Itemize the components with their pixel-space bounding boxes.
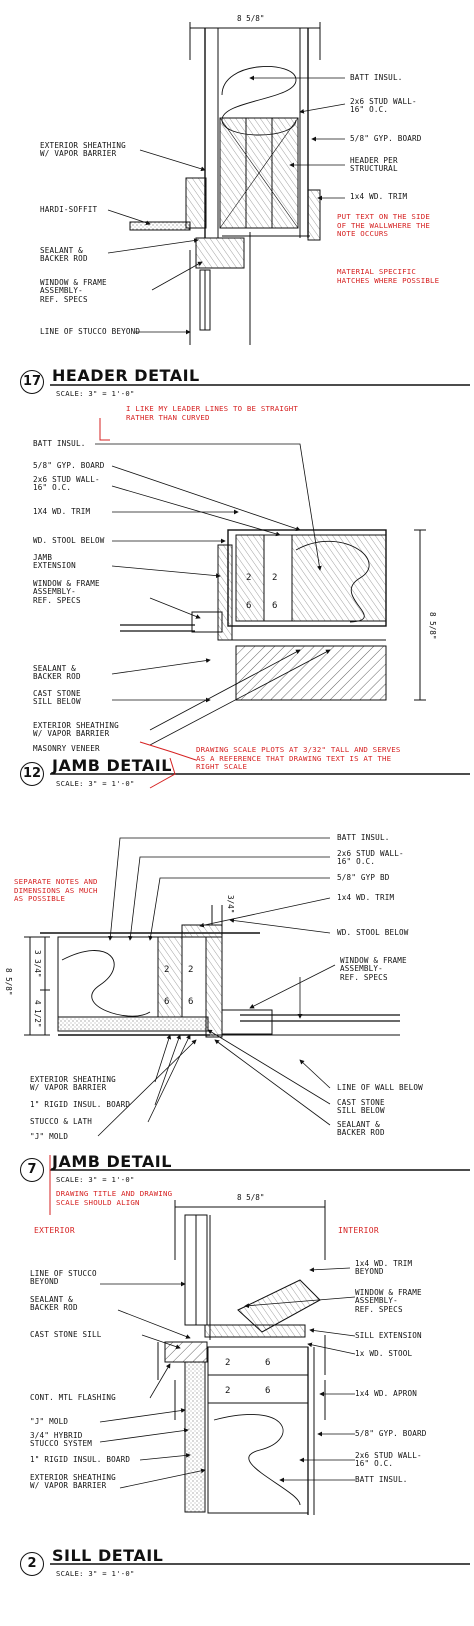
label-gyp-board: 5/8" GYP. BOARD [33,461,105,470]
jamb-detail-12-red-markup [99,418,197,789]
label-wd-trim: 1X4 WD. TRIM [33,507,91,516]
sill-detail-drawing: 2 6 2 6 [157,1200,326,1515]
label-line-of-stucco: LINE OF STUCCO BEYOND [40,327,141,336]
note-leader-lines: I LIKE MY LEADER LINES TO BE STRAIGHT RA… [126,404,299,422]
detail-scale: SCALE: 3" = 1'-0" [56,389,135,398]
svg-text:2: 2 [246,573,251,583]
svg-text:2: 2 [164,965,169,975]
detail-number-bubble: 2 [20,1552,44,1576]
label-window-frame-assembly: WINDOW & FRAME ASSEMBLY- REF. SPECS [355,1288,422,1314]
sill-detail-leaders [99,1267,356,1489]
label-rigid-insul-board: 1" RIGID INSUL. BOARD [30,1100,131,1109]
label-hybrid-stucco-system: 3/4" HYBRID STUCCO SYSTEM [30,1431,93,1449]
svg-text:2: 2 [188,965,193,975]
sill-overall-dimension: 8 5/8" [237,1193,265,1202]
label-sealant-backer-rod: SEALANT & BACKER ROD [30,1295,78,1313]
jamb-detail-7-drawing: 2 2 6 6 [24,905,400,1038]
label-line-of-wall-below: LINE OF WALL BELOW [337,1083,423,1092]
detail-scale: SCALE: 3" = 1'-0" [56,779,135,788]
svg-text:6: 6 [164,997,169,1007]
svg-text:6: 6 [246,601,251,611]
note-drawing-scale: DRAWING SCALE PLOTS AT 3/32" TALL AND SE… [196,745,401,772]
label-stud-wall: 2x6 STUD WALL- 16" O.C. [350,97,417,115]
detail-title: SILL DETAIL [52,1546,164,1565]
label-line-of-stucco: LINE OF STUCCO BEYOND [30,1269,97,1287]
label-exterior-sheathing: EXTERIOR SHEATHING W/ VAPOR BARRIER [30,1473,116,1491]
label-gyp-bd: 5/8" GYP BD [337,873,390,882]
label-masonry-veneer: MASONRY VENEER [33,744,100,753]
jamb-detail-12-leaders [95,443,331,746]
label-window-frame-assembly: WINDOW & FRAME ASSEMBLY- REF. SPECS [340,956,407,982]
label-hardi-soffit: HARDI-SOFFIT [40,205,98,214]
svg-text:2: 2 [225,1386,230,1396]
jamb-overall-dimension: 8 5/8" [428,612,437,640]
detail-title: HEADER DETAIL [52,366,200,385]
detail-number-bubble: 17 [20,370,44,394]
label-batt-insul: BATT INSUL. [33,439,86,448]
svg-text:6: 6 [272,601,277,611]
svg-text:2: 2 [272,573,277,583]
svg-text:2: 2 [225,1358,230,1368]
label-wd-trim-beyond: 1x4 WD. TRIM BEYOND [355,1259,413,1277]
label-sill-extension: SILL EXTENSION [355,1331,422,1340]
jamb-detail-7-leaders [97,837,336,1137]
label-cast-stone-sill: CAST STONE SILL [30,1330,102,1339]
jamb7-dimension-upper: 3 3/4" [33,950,42,978]
jamb-detail-12-drawing: 2 2 6 6 [120,529,426,701]
label-sealant-backer-rod: SEALANT & BACKER ROD [337,1120,385,1138]
jamb7-dimension-trim: 3/4" [226,895,235,914]
label-exterior-sheathing: EXTERIOR SHEATHING W/ VAPOR BARRIER [33,721,119,739]
label-sealant-backer-rod: SEALANT & BACKER ROD [40,246,88,264]
label-stucco-lath: STUCCO & LATH [30,1117,93,1126]
label-batt-insul: BATT INSUL. [337,833,390,842]
label-wd-stool: 1x WD. STOOL [355,1349,413,1358]
detail-scale: SCALE: 3" = 1'-0" [56,1175,135,1184]
label-wd-stool-below: WD. STOOL BELOW [337,928,409,937]
header-overall-dimension: 8 5/8" [237,14,265,23]
label-exterior-sheathing: EXTERIOR SHEATHING W/ VAPOR BARRIER [30,1075,116,1093]
label-wd-stool-below: WD. STOOL BELOW [33,536,105,545]
label-batt-insul: BATT INSUL. [350,73,403,82]
header-detail-drawing [129,22,321,345]
label-cast-stone-sill: CAST STONE SILL BELOW [33,689,81,707]
label-wd-trim: 1x4 WD. TRIM [337,893,395,902]
detail-title: JAMB DETAIL [52,1152,172,1171]
note-separate-notes: SEPARATE NOTES AND DIMENSIONS AS MUCH AS… [14,877,98,904]
label-cont-mtl-flashing: CONT. MTL FLASHING [30,1393,116,1402]
label-stud-wall: 2x6 STUD WALL- 16" O.C. [33,475,100,493]
label-rigid-insul-board: 1" RIGID INSUL. BOARD [30,1455,131,1464]
label-j-mold: "J" MOLD [30,1417,69,1426]
header-detail-leaders [107,75,346,335]
label-sealant-backer-rod: SEALANT & BACKER ROD [33,664,81,682]
label-gyp-board: 5/8" GYP. BOARD [355,1429,427,1438]
label-wd-trim: 1x4 WD. TRIM [350,192,408,201]
jamb7-overall-dimension: 8 5/8" [4,968,13,996]
note-material-hatches: MATERIAL SPECIFIC HATCHES WHERE POSSIBLE [337,267,440,285]
detail-number-bubble: 12 [20,762,44,786]
label-j-mold: "J" MOLD [30,1132,69,1141]
note-text-side: PUT TEXT ON THE SIDE OF THE WALLWHERE TH… [337,212,430,239]
detail-scale: SCALE: 3" = 1'-0" [56,1569,135,1578]
label-batt-insul: BATT INSUL. [355,1475,408,1484]
svg-text:6: 6 [265,1358,270,1368]
label-cast-stone-sill: CAST STONE SILL BELOW [337,1098,385,1116]
side-label-exterior: EXTERIOR [34,1226,75,1235]
jamb7-dimension-lower: 4 1/2" [33,1000,42,1028]
label-jamb-extension: JAMB EXTENSION [33,553,76,571]
detail-title: JAMB DETAIL [52,756,172,775]
svg-text:6: 6 [188,997,193,1007]
label-wd-apron: 1x4 WD. APRON [355,1389,418,1398]
label-header-per-structural: HEADER PER STRUCTURAL [350,156,398,174]
label-stud-wall: 2x6 STUD WALL- 16" O.C. [355,1451,422,1469]
label-window-frame-assembly: WINDOW & FRAME ASSEMBLY- REF. SPECS [33,579,100,605]
note-title-scale-align: DRAWING TITLE AND DRAWING SCALE SHOULD A… [56,1189,173,1207]
label-gyp-board: 5/8" GYP. BOARD [350,134,422,143]
label-exterior-sheathing: EXTERIOR SHEATHING W/ VAPOR BARRIER [40,141,126,159]
label-window-frame-assembly: WINDOW & FRAME ASSEMBLY- REF. SPECS [40,278,107,304]
label-stud-wall: 2x6 STUD WALL- 16" O.C. [337,849,404,867]
detail-number-bubble: 7 [20,1158,44,1182]
side-label-interior: INTERIOR [338,1226,379,1235]
svg-text:6: 6 [265,1386,270,1396]
